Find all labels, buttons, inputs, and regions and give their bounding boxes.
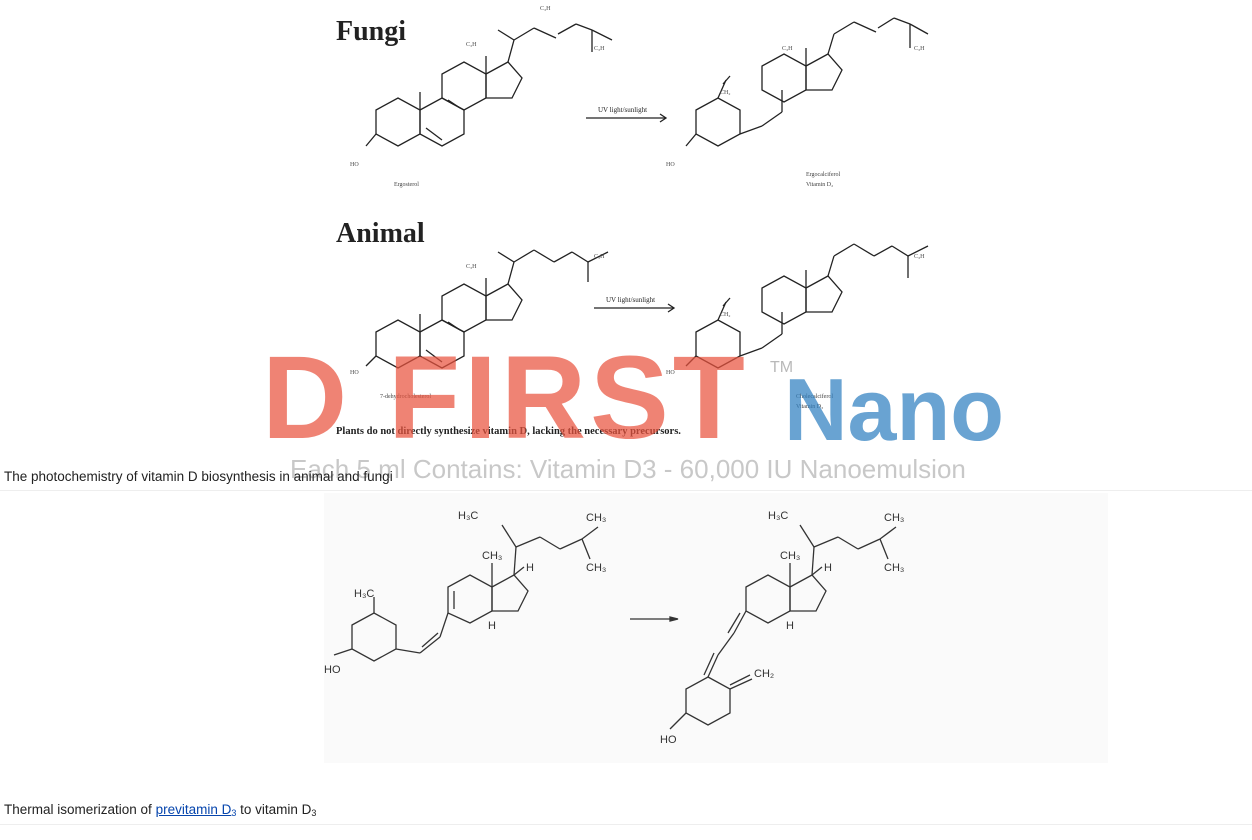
figure-thermal-isomerization: H₃C CH₃ CH₃ CH₃ H H H₃C HO H₃C CH₃ CH₃ C… bbox=[324, 493, 1108, 763]
h-label: H bbox=[786, 620, 794, 632]
previtamin-d3-structure bbox=[333, 524, 599, 662]
ho-label: HO bbox=[666, 370, 675, 376]
ch2-label: CH₂ bbox=[754, 668, 774, 680]
divider bbox=[0, 824, 1252, 825]
h-label: H bbox=[824, 562, 832, 574]
c3h-label: C₃H bbox=[594, 254, 605, 260]
ch3-label: CH₃ bbox=[884, 562, 904, 574]
ch2-label: CH₂ bbox=[720, 90, 730, 96]
caption2-prefix: Thermal isomerization of bbox=[4, 802, 156, 817]
ergocalciferol-label: Ergocalciferol bbox=[806, 171, 841, 178]
vitamin-d3-structure bbox=[669, 524, 897, 730]
h3c-label: H₃C bbox=[354, 588, 374, 600]
animal-heading: Animal bbox=[336, 218, 425, 249]
fungi-arrowhead bbox=[659, 113, 668, 123]
ho-label: HO bbox=[350, 162, 359, 168]
ch3-label: CH₃ bbox=[586, 512, 606, 524]
ch3-label: CH₃ bbox=[482, 550, 502, 562]
figure2-caption: Thermal isomerization of previtamin D3 t… bbox=[4, 802, 316, 818]
figure1-footnote: Plants do not directly synthesize vitami… bbox=[336, 426, 681, 437]
c3h-label: C₃H bbox=[782, 46, 793, 52]
figure2-svg: H₃C CH₃ CH₃ CH₃ H H H₃C HO H₃C CH₃ CH₃ C… bbox=[324, 510, 904, 746]
c3h-label: C₃H bbox=[914, 254, 925, 260]
animal-arrowhead bbox=[667, 303, 676, 313]
vitamin-d3-label: Vitamin D₃ bbox=[796, 404, 823, 410]
previtamin-d3-link-text: previtamin D bbox=[155, 802, 232, 817]
cholecalciferol-structure bbox=[685, 243, 929, 369]
caption2-suffix: to vitamin D bbox=[236, 802, 312, 817]
ch3-label: CH₃ bbox=[586, 562, 606, 574]
fungi-heading: Fungi bbox=[336, 16, 406, 47]
animal-arrow-label: UV light/sunlight bbox=[606, 296, 655, 304]
ergocalciferol-structure bbox=[685, 17, 929, 147]
ergosterol-label: Ergosterol bbox=[394, 182, 419, 188]
figure1-svg: Fungi Animal UV light/sunlight UV light/… bbox=[336, 6, 929, 437]
ch3-label: CH₃ bbox=[884, 512, 904, 524]
ho-label: HO bbox=[666, 162, 675, 168]
ho-label: HO bbox=[324, 664, 341, 676]
dehydrocholesterol-label: 7-dehydrocholesterol bbox=[380, 394, 431, 400]
divider bbox=[0, 490, 1252, 491]
c3h-label: C₃H bbox=[540, 6, 551, 12]
ch2-label: CH₂ bbox=[720, 312, 730, 318]
dehydrocholesterol-structure bbox=[365, 249, 609, 369]
figure1-caption: The photochemistry of vitamin D biosynth… bbox=[4, 469, 393, 484]
caption2-suffix-subscript: 3 bbox=[311, 808, 317, 818]
c3h-label: C₃H bbox=[466, 42, 477, 48]
previtamin-d3-link-subscript: 3 bbox=[231, 808, 237, 818]
vitamin-d2-label: Vitamin D₂ bbox=[806, 182, 833, 188]
isomerization-arrowhead bbox=[669, 616, 679, 622]
ergosterol-structure bbox=[365, 23, 613, 147]
c3h-label: C₃H bbox=[914, 46, 925, 52]
ch3-label: CH₃ bbox=[780, 550, 800, 562]
h-label: H bbox=[526, 562, 534, 574]
ho-label: HO bbox=[350, 370, 359, 376]
h-label: H bbox=[488, 620, 496, 632]
previtamin-d3-link[interactable]: previtamin D3 bbox=[155, 802, 237, 818]
figure-vitamin-d-photochemistry: Fungi Animal UV light/sunlight UV light/… bbox=[336, 0, 940, 446]
ho-label: HO bbox=[660, 734, 677, 746]
h3c-label: H₃C bbox=[768, 510, 788, 522]
c3h-label: C₃H bbox=[466, 264, 477, 270]
h3c-label: H₃C bbox=[458, 510, 478, 522]
c3h-label: C₃H bbox=[594, 46, 605, 52]
fungi-arrow-label: UV light/sunlight bbox=[598, 106, 647, 114]
cholecalciferol-label: Cholecalciferol bbox=[796, 393, 833, 400]
